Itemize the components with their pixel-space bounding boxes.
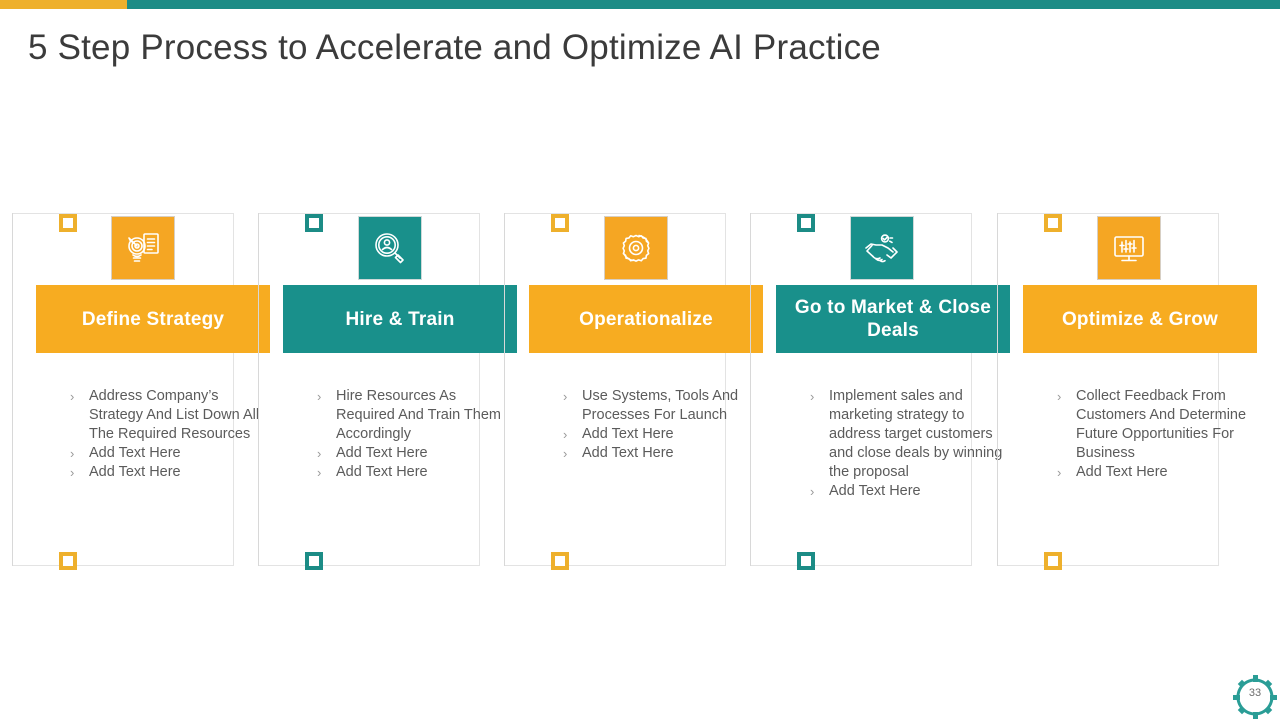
step-connector-line [258,213,259,566]
process-step: Hire & Train › Hire Resources As Required … [246,205,517,580]
chevron-right-icon: › [563,389,568,404]
target-document-icon [123,228,163,268]
step-marker-top [305,214,323,232]
page-title: 5 Step Process to Accelerate and Optimiz… [28,28,881,67]
step-marker-top [59,214,77,232]
step-marker-bottom [797,552,815,570]
step-bullet-list: › Collect Feedback From Customers And Det… [1057,387,1257,482]
bullet-item: › Add Text Here [563,425,763,444]
gear-cycle-icon [616,228,656,268]
step-label-text: Operationalize [579,308,713,330]
process-step: Go to Market & Close Deals › Implement sal… [738,205,1010,580]
bullet-text: Address Company’s Strategy And List Down… [89,388,260,442]
step-icon-tile[interactable] [1097,216,1161,280]
step-connector-line [504,213,505,566]
bullet-text: Add Text Here [336,464,428,480]
bullet-item: › Add Text Here [70,463,270,482]
bullet-text: Add Text Here [89,464,181,480]
chevron-right-icon: › [810,389,815,404]
step-label-text: Go to Market & Close Deals [794,297,992,341]
step-bullet-list: › Hire Resources As Required And Train Th… [317,387,517,482]
step-label-text: Define Strategy [81,308,225,330]
chevron-right-icon: › [70,389,75,404]
step-label-bar[interactable]: Optimize & Grow [1023,285,1257,353]
bullet-text: Use Systems, Tools And Processes For Lau… [582,388,739,423]
step-marker-top [551,214,569,232]
bullet-item: › Add Text Here [810,482,1010,501]
chevron-right-icon: › [70,446,75,461]
top-accent-bar [0,0,1280,9]
chevron-right-icon: › [1057,465,1062,480]
step-frame [504,213,726,566]
top-bar-orange-segment [0,0,127,9]
step-icon-tile[interactable] [111,216,175,280]
chevron-right-icon: › [317,446,322,461]
page-number-text: 33 [1248,687,1262,699]
step-icon-tile[interactable] [850,216,914,280]
chevron-right-icon: › [563,427,568,442]
bullet-item: › Add Text Here [563,444,763,463]
step-frame [750,213,972,566]
step-label-bar[interactable]: Hire & Train [283,285,517,353]
step-label-text: Hire & Train [345,308,455,330]
bullet-item: › Collect Feedback From Customers And Det… [1057,387,1257,463]
step-marker-bottom [305,552,323,570]
step-bullet-list: › Address Company’s Strategy And List Dow… [70,387,270,482]
step-label-bar[interactable]: Go to Market & Close Deals [776,285,1010,353]
bullet-item: › Add Text Here [317,463,517,482]
step-frame [997,213,1219,566]
step-label-bar[interactable]: Operationalize [529,285,763,353]
bullet-text: Add Text Here [336,445,428,461]
process-steps-container: Define Strategy › Address Company’s Strate… [0,205,1280,580]
handshake-icon [862,228,902,268]
process-step: Operationalize › Use Systems, Tools And Pr… [492,205,763,580]
step-icon-tile[interactable] [604,216,668,280]
step-frame [258,213,480,566]
bullet-text: Add Text Here [89,445,181,461]
step-marker-bottom [59,552,77,570]
chevron-right-icon: › [563,446,568,461]
chevron-right-icon: › [317,465,322,480]
step-connector-line [750,213,751,566]
page-number-badge: 33 [1232,674,1278,720]
bullet-text: Collect Feedback From Customers And Dete… [1076,388,1247,461]
step-bullet-list: › Implement sales and marketing strategy … [810,387,1010,501]
bullet-item: › Add Text Here [70,444,270,463]
step-icon-tile[interactable] [358,216,422,280]
bullet-item: › Address Company’s Strategy And List Dow… [70,387,270,444]
monitor-chart-icon [1109,228,1149,268]
gear-icon [1233,675,1277,719]
bullet-item: › Hire Resources As Required And Train Th… [317,387,517,444]
magnifier-person-icon [370,228,410,268]
bullet-item: › Implement sales and marketing strategy … [810,387,1010,482]
step-marker-top [797,214,815,232]
bullet-text: Implement sales and marketing strategy t… [829,388,1003,480]
step-connector-line [12,213,13,566]
step-frame [12,213,234,566]
process-step: Optimize & Grow › Collect Feedback From Cu… [985,205,1257,580]
bullet-text: Add Text Here [829,483,921,499]
chevron-right-icon: › [70,465,75,480]
bullet-item: › Add Text Here [1057,463,1257,482]
bullet-item: › Add Text Here [317,444,517,463]
chevron-right-icon: › [317,389,322,404]
bullet-text: Add Text Here [582,426,674,442]
top-bar-teal-segment [127,0,1280,9]
step-marker-bottom [551,552,569,570]
step-label-text: Optimize & Grow [1061,308,1219,330]
bullet-item: › Use Systems, Tools And Processes For La… [563,387,763,425]
process-step: Define Strategy › Address Company’s Strate… [0,205,270,580]
bullet-text: Hire Resources As Required And Train The… [336,388,501,442]
bullet-text: Add Text Here [1076,464,1168,480]
step-connector-line [997,213,998,566]
step-marker-bottom [1044,552,1062,570]
step-label-bar[interactable]: Define Strategy [36,285,270,353]
step-marker-top [1044,214,1062,232]
chevron-right-icon: › [810,484,815,499]
bullet-text: Add Text Here [582,445,674,461]
step-bullet-list: › Use Systems, Tools And Processes For La… [563,387,763,463]
chevron-right-icon: › [1057,389,1062,404]
